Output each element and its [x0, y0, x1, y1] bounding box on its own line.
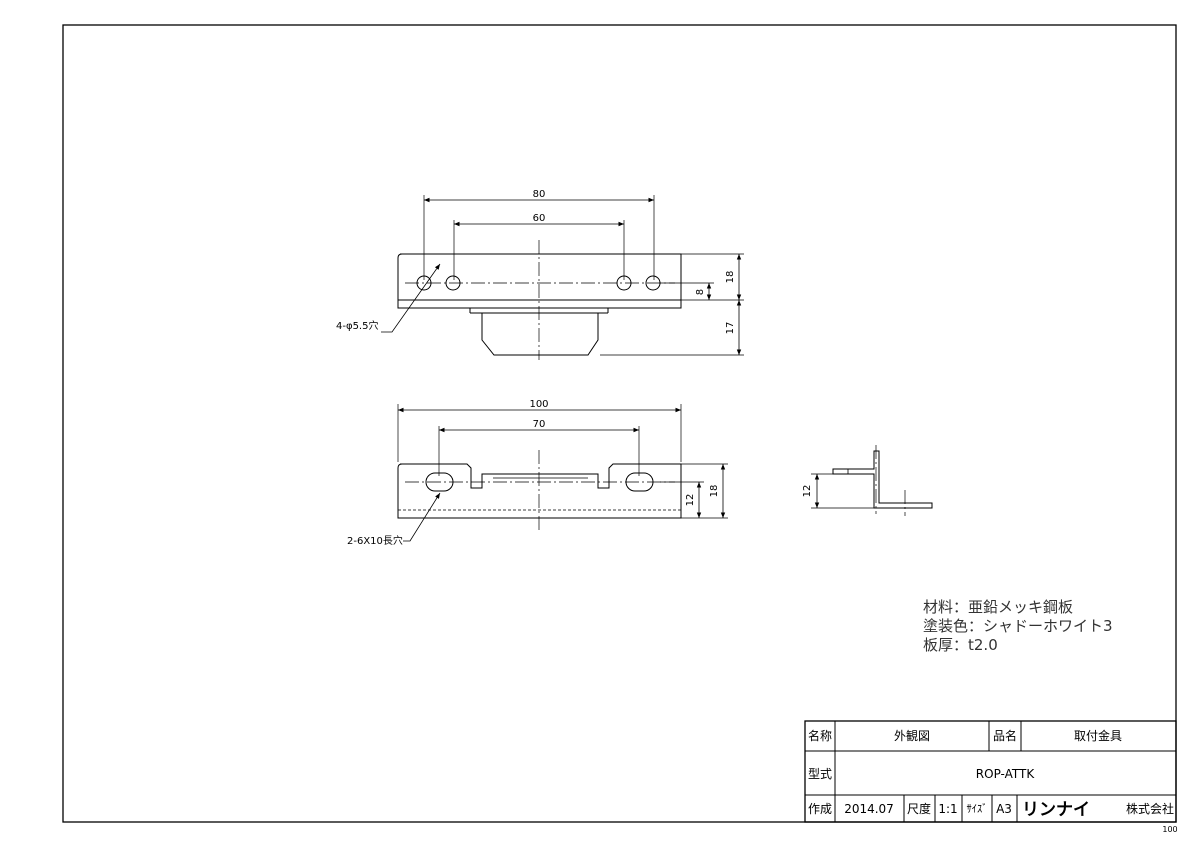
product-label: 品名 [993, 728, 1017, 743]
top-slot-leader [403, 492, 441, 542]
side-profile-outline [832, 450, 933, 509]
size-value: A3 [996, 802, 1012, 816]
front-tab-outline [481, 313, 599, 356]
front-dim-17: 17 [725, 322, 736, 335]
product-value: 取付金具 [1074, 728, 1122, 743]
created-value: 2014.07 [844, 802, 894, 816]
title-block-text: 名称 外観図 品名 取付金具 型式 ROP-ATTK 作成 2014.07 尺度… [808, 728, 1174, 820]
top-plate-outline [397, 463, 682, 519]
front-dim-60: 60 [533, 213, 546, 224]
top-dim-70: 70 [533, 419, 546, 430]
name-value: 外観図 [894, 729, 930, 743]
size-label: ｻｲｽﾞ [967, 803, 988, 815]
name-label: 名称 [808, 728, 832, 743]
front-dim-80: 80 [533, 189, 546, 200]
model-label: 型式 [808, 767, 832, 781]
front-hole-callout: 4-φ5.5穴 [336, 319, 378, 332]
front-plate-outline [397, 253, 682, 309]
top-dim-12: 12 [685, 494, 696, 507]
front-dim-18: 18 [725, 271, 736, 284]
side-dim-12: 12 [802, 485, 813, 498]
title-block-frame [804, 720, 1177, 823]
top-dim-18: 18 [709, 485, 720, 498]
top-dim-100: 100 [529, 399, 548, 410]
title-block [804, 720, 1177, 823]
top-view [397, 404, 728, 542]
material-notes: 材料：亜鉛メッキ鋼板 塗装色：シャドーホワイト3 板厚：t2.0 [923, 598, 1113, 654]
company-suffix: 株式会社 [1126, 801, 1174, 816]
scale-label: 尺度 [907, 801, 931, 816]
front-dim-8: 8 [695, 289, 706, 295]
created-label: 作成 [808, 802, 832, 816]
front-hole-leader [381, 263, 441, 333]
note-paint-color: 塗装色：シャドーホワイト3 [923, 617, 1113, 635]
note-thickness: 板厚：t2.0 [923, 636, 998, 654]
front-view-labels: 80 60 18 8 17 4-φ5.5穴 [336, 189, 736, 334]
top-view-labels: 100 70 18 12 2-6X10長穴 [347, 399, 720, 547]
model-value: ROP-ATTK [976, 767, 1036, 781]
top-slot-callout: 2-6X10長穴 [347, 534, 403, 547]
drawing-border [62, 24, 1177, 823]
scale-value: 1:1 [938, 802, 957, 816]
note-material: 材料：亜鉛メッキ鋼板 [923, 598, 1073, 616]
company-logo: リンナイ [1022, 800, 1090, 820]
front-view [381, 195, 744, 360]
sheet-number: 100 [1162, 825, 1177, 834]
side-view [811, 445, 933, 516]
